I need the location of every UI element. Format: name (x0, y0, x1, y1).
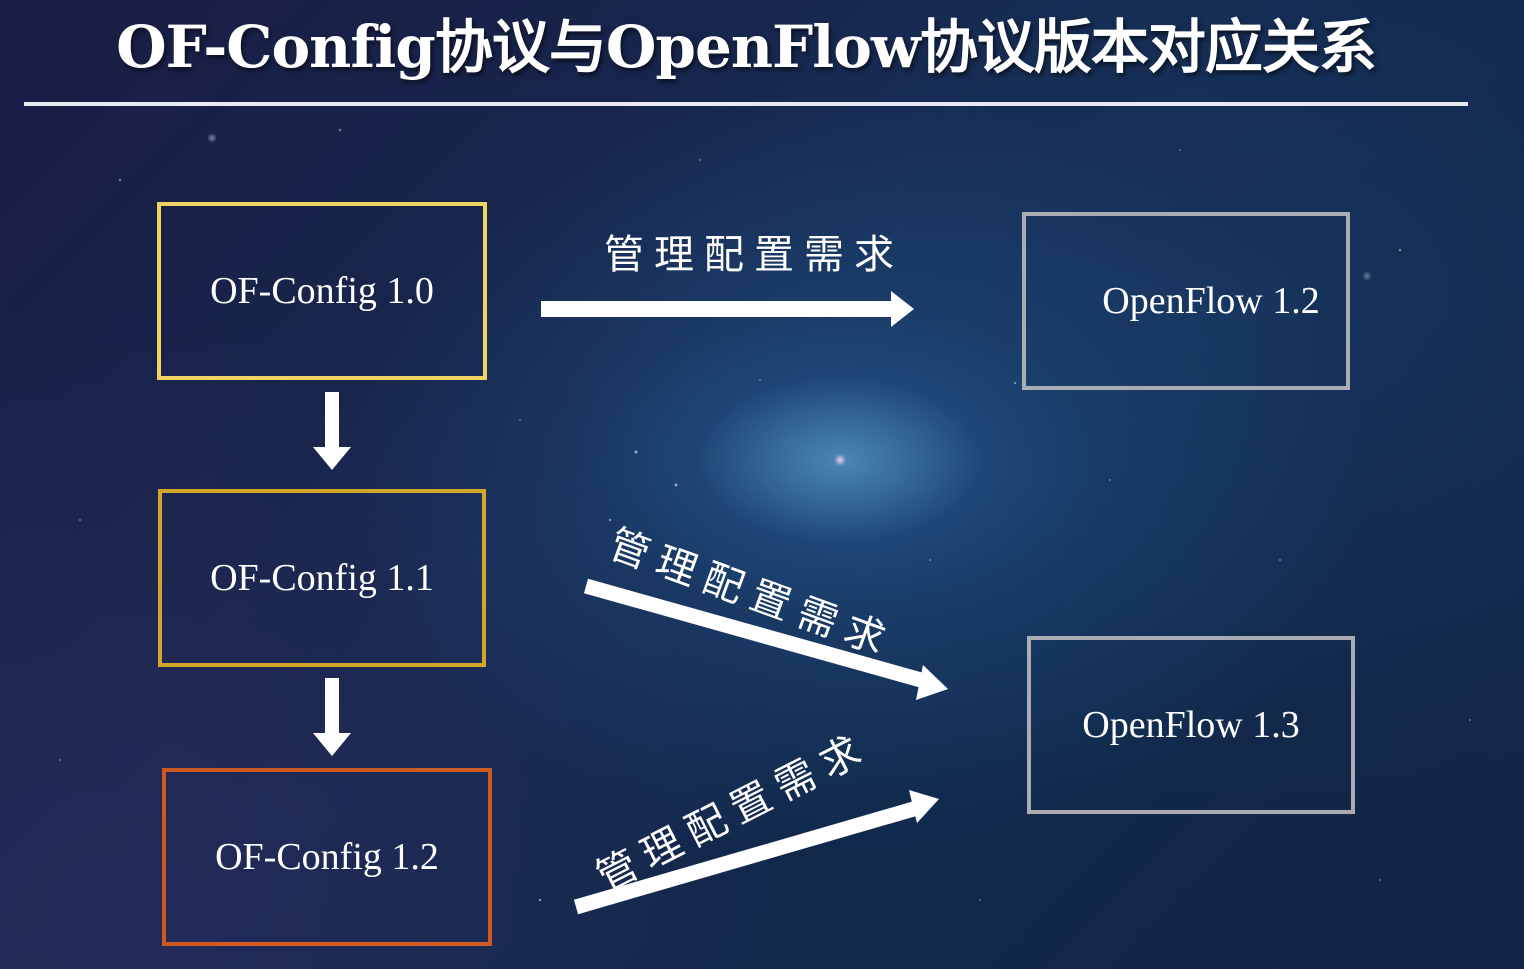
slide-title: OF-Config协议与OpenFlow协议版本对应关系 (116, 13, 1377, 81)
arrow-of12-to-ofl13 (573, 790, 939, 915)
node-of-config-1-1: OF-Config 1.1 (158, 489, 486, 667)
node-openflow-1-2: OpenFlow 1.2 (1022, 212, 1350, 390)
node-of-config-1-0: OF-Config 1.0 (157, 202, 487, 380)
node-of-config-1-2-label: OF-Config 1.2 (215, 836, 439, 878)
arrow-of11-to-of12 (313, 678, 351, 756)
arrow-of10-to-ofl12 (541, 291, 914, 327)
node-of-config-1-2: OF-Config 1.2 (162, 768, 492, 946)
title-underline (24, 102, 1468, 106)
arrow-of11-to-ofl13 (583, 578, 948, 700)
node-openflow-1-3-label: OpenFlow 1.3 (1082, 704, 1300, 746)
node-of-config-1-1-label: OF-Config 1.1 (210, 557, 434, 599)
arrow-of10-to-of11 (313, 392, 351, 470)
node-openflow-1-2-label: OpenFlow 1.2 (1102, 280, 1320, 322)
arrow-label-of10-to-ofl12: 管理配置需求 (604, 232, 904, 278)
node-of-config-1-0-label: OF-Config 1.0 (210, 270, 434, 312)
node-openflow-1-3: OpenFlow 1.3 (1027, 636, 1355, 814)
